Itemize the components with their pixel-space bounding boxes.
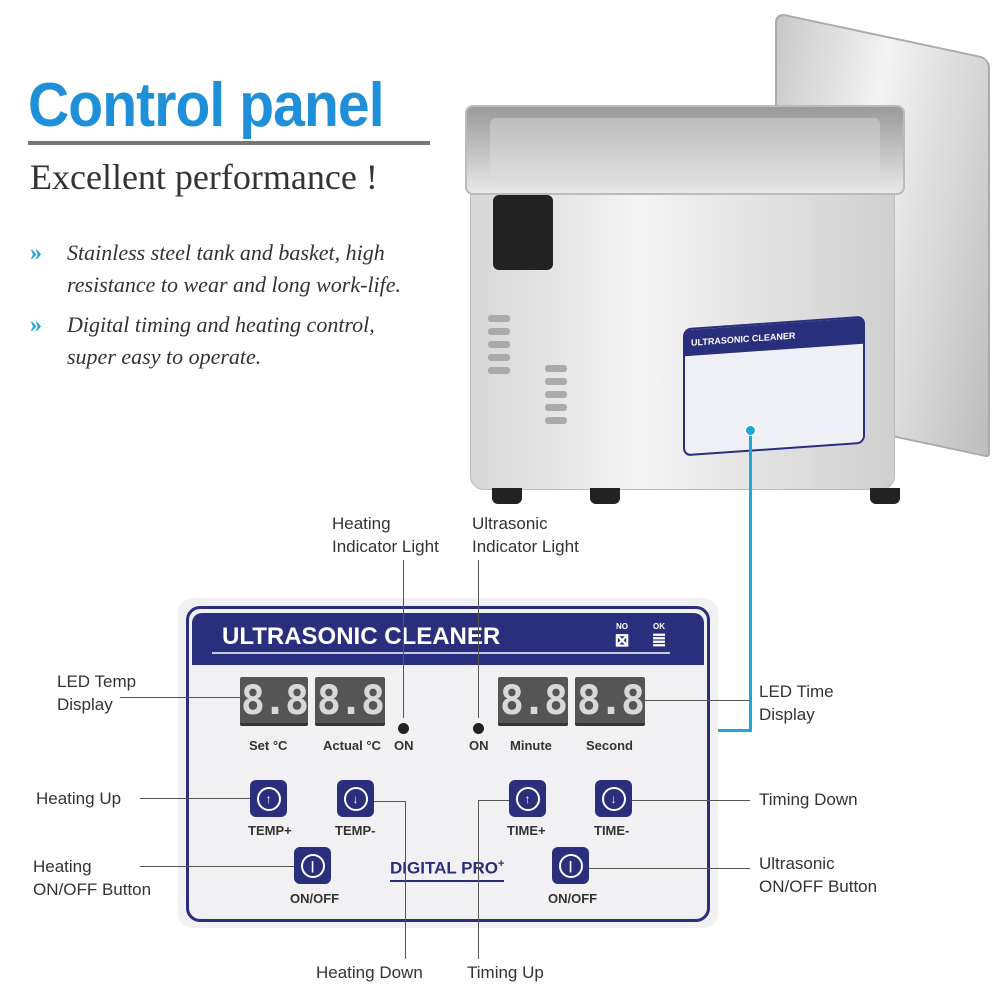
ultrasonic-onoff-label: ON/OFF <box>548 891 598 906</box>
callout-line <box>589 868 750 869</box>
callout-line <box>140 866 294 867</box>
arrow-down-icon: ↓ <box>343 786 368 811</box>
time-down-button[interactable]: ↓ <box>595 780 632 817</box>
callout-heating-down: Heating Down <box>316 963 423 982</box>
feature-text: super easy to operate. <box>67 344 262 369</box>
ultra-on-label: ON <box>469 738 489 753</box>
heating-onoff-button[interactable]: | <box>294 847 331 884</box>
temp-up-label: TEMP+ <box>248 823 292 838</box>
heating-onoff-label: ON/OFF <box>290 891 340 906</box>
callout-heating-up: Heating Up <box>36 789 122 808</box>
minute-label: Minute <box>510 738 552 753</box>
callout-line <box>478 560 479 718</box>
heating-indicator-light <box>398 723 409 734</box>
second-label: Second <box>586 738 633 753</box>
callout-line <box>478 800 479 959</box>
callout-line <box>120 697 240 698</box>
panel-border <box>186 606 710 922</box>
subtitle: Excellent performance ! <box>30 157 378 197</box>
power-icon: | <box>300 853 325 878</box>
no-wash-icon: NO⊠ <box>614 622 630 650</box>
arrow-up-icon: ↑ <box>515 786 540 811</box>
led-set-temp-display: 8.8 <box>240 677 309 726</box>
callout-timing-up: Timing Up <box>467 963 544 982</box>
tank-foot <box>590 488 620 504</box>
actual-temp-label: Actual °C <box>323 738 381 753</box>
callout-line <box>140 798 250 799</box>
panel-header <box>192 613 704 665</box>
feature-text: Digital timing and heating control, <box>67 312 375 337</box>
callout-line <box>403 560 404 718</box>
arrow-up-icon: ↑ <box>256 786 281 811</box>
vent <box>488 315 510 374</box>
ultrasonic-indicator-light <box>473 723 484 734</box>
callout-line <box>632 800 750 801</box>
temp-down-button[interactable]: ↓ <box>337 780 374 817</box>
arrow-down-icon: ↓ <box>601 786 626 811</box>
time-up-label: TIME+ <box>507 823 546 838</box>
brand-logo: DIGITAL PRO+ <box>390 858 505 882</box>
tank-handle <box>493 195 553 270</box>
vent <box>545 365 567 424</box>
page-title: Control panel <box>28 71 385 140</box>
callout-line <box>645 700 750 701</box>
time-down-label: TIME- <box>594 823 630 838</box>
led-actual-temp-display: 8.8 <box>315 677 385 726</box>
temp-up-button[interactable]: ↑ <box>250 780 287 817</box>
callout-line <box>478 800 509 801</box>
tank-basin <box>490 118 880 178</box>
feature-item: » Digital timing and heating control, sup… <box>30 309 375 373</box>
product-control-panel: ULTRASONIC CLEANER <box>683 315 865 457</box>
title-divider <box>28 141 430 145</box>
feature-text: resistance to wear and long work-life. <box>67 272 402 297</box>
heat-on-label: ON <box>394 738 414 753</box>
feature-text: Stainless steel tank and basket, high <box>67 240 385 265</box>
double-chevron-right-icon: » <box>30 240 42 266</box>
ok-wash-icon: OK≣ <box>651 622 667 650</box>
ultrasonic-onoff-button[interactable]: | <box>552 847 589 884</box>
set-temp-label: Set °C <box>249 738 288 753</box>
double-chevron-right-icon: » <box>30 312 42 338</box>
tank-foot <box>492 488 522 504</box>
time-up-button[interactable]: ↑ <box>509 780 546 817</box>
led-second-display: 8.8 <box>575 677 645 726</box>
temp-down-label: TEMP- <box>335 823 376 838</box>
power-icon: | <box>558 853 583 878</box>
callout-timing-down: Timing Down <box>759 790 858 809</box>
callout-line <box>405 801 406 959</box>
feature-item: » Stainless steel tank and basket, high r… <box>30 237 401 301</box>
panel-title: ULTRASONIC CLEANER <box>222 623 501 650</box>
callout-line <box>374 801 405 802</box>
header-rule <box>212 652 670 654</box>
tank-foot <box>870 488 900 504</box>
pointer-line <box>749 436 752 732</box>
led-minute-display: 8.8 <box>498 677 568 726</box>
